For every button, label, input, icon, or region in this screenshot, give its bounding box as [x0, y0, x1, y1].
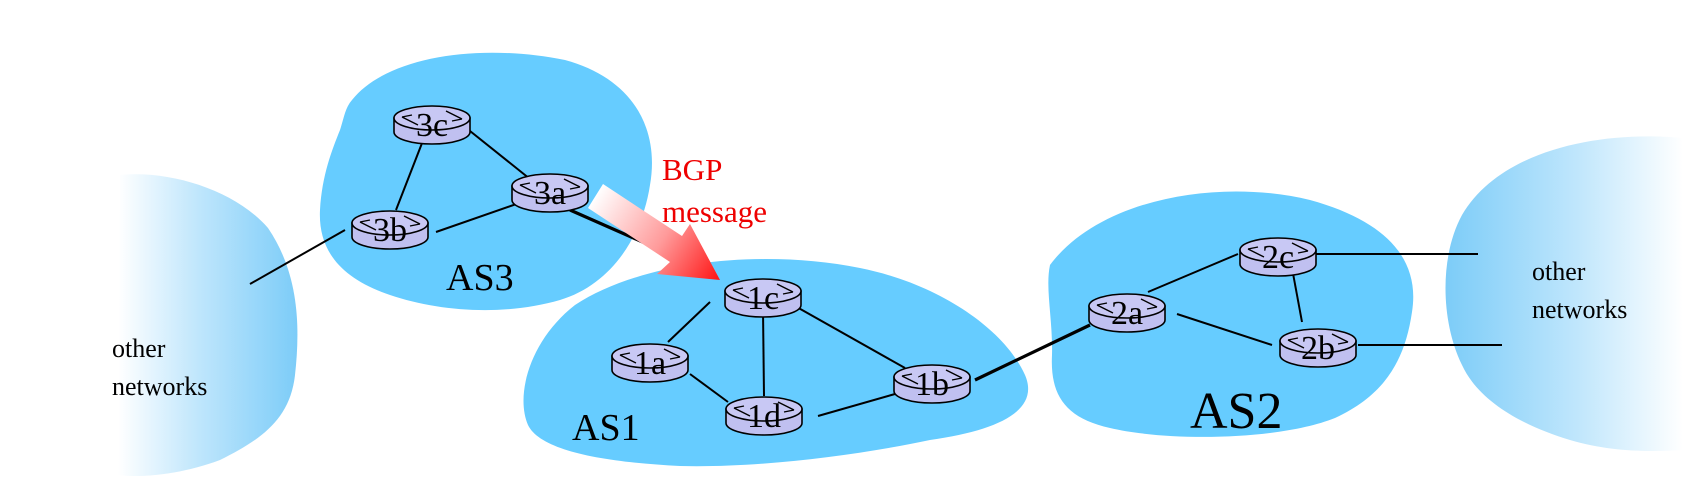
link-3b-left-network [249, 229, 346, 285]
router-3a[interactable]: 3a [511, 173, 589, 213]
link-3a-3b [435, 201, 523, 233]
as2-label: AS2 [1190, 383, 1282, 440]
other-networks-right-cloud [1445, 136, 1683, 451]
other-networks-left-line2: networks [112, 372, 207, 401]
router-1b-label: 1b [915, 366, 949, 403]
router-1a-label: 1a [634, 345, 666, 382]
link-1a-1d [689, 373, 729, 403]
router-1c[interactable]: 1c [724, 278, 802, 318]
bgp-message-label-line2: message [662, 194, 767, 229]
router-1d-label: 1d [747, 398, 781, 435]
other-networks-left-line1: other [112, 334, 166, 363]
as2-cloud [1048, 191, 1414, 437]
as1-cloud [523, 259, 1029, 467]
router-2a-label: 2a [1111, 295, 1143, 332]
router-3c[interactable]: 3c [393, 105, 471, 145]
link-3c-3b [395, 137, 425, 211]
link-1c-1d [762, 309, 765, 397]
link-2c-2b [1291, 267, 1303, 323]
router-1a[interactable]: 1a [611, 343, 689, 383]
link-1c-1a [667, 301, 711, 343]
link-2a-2c [1147, 253, 1239, 293]
router-2c[interactable]: 2c [1239, 237, 1317, 277]
router-2c-label: 2c [1262, 239, 1294, 276]
other-networks-right-line2: networks [1532, 295, 1627, 324]
as1-label: AS1 [572, 407, 640, 449]
router-3b-label: 3b [373, 212, 407, 249]
router-1b[interactable]: 1b [893, 364, 971, 404]
router-2a[interactable]: 2a [1088, 293, 1166, 333]
link-2a-2b [1176, 313, 1273, 346]
bgp-message-arrow [588, 184, 720, 280]
link-1c-1b [794, 305, 906, 369]
other-networks-right-line1: other [1532, 257, 1586, 286]
router-1c-label: 1c [747, 280, 779, 317]
router-3c-label: 3c [416, 107, 448, 144]
router-2b[interactable]: 2b [1279, 328, 1357, 368]
other-networks-left-cloud [118, 174, 298, 477]
link-1b-2a [974, 323, 1091, 382]
router-2b-label: 2b [1301, 330, 1335, 367]
link-1d-1b [817, 393, 896, 417]
bgp-message-label-line1: BGP [662, 152, 722, 187]
link-3c-3a [469, 130, 531, 180]
router-3b[interactable]: 3b [351, 210, 429, 250]
as3-label: AS3 [446, 257, 514, 299]
router-1d[interactable]: 1d [725, 396, 803, 436]
router-3a-label: 3a [534, 175, 566, 212]
